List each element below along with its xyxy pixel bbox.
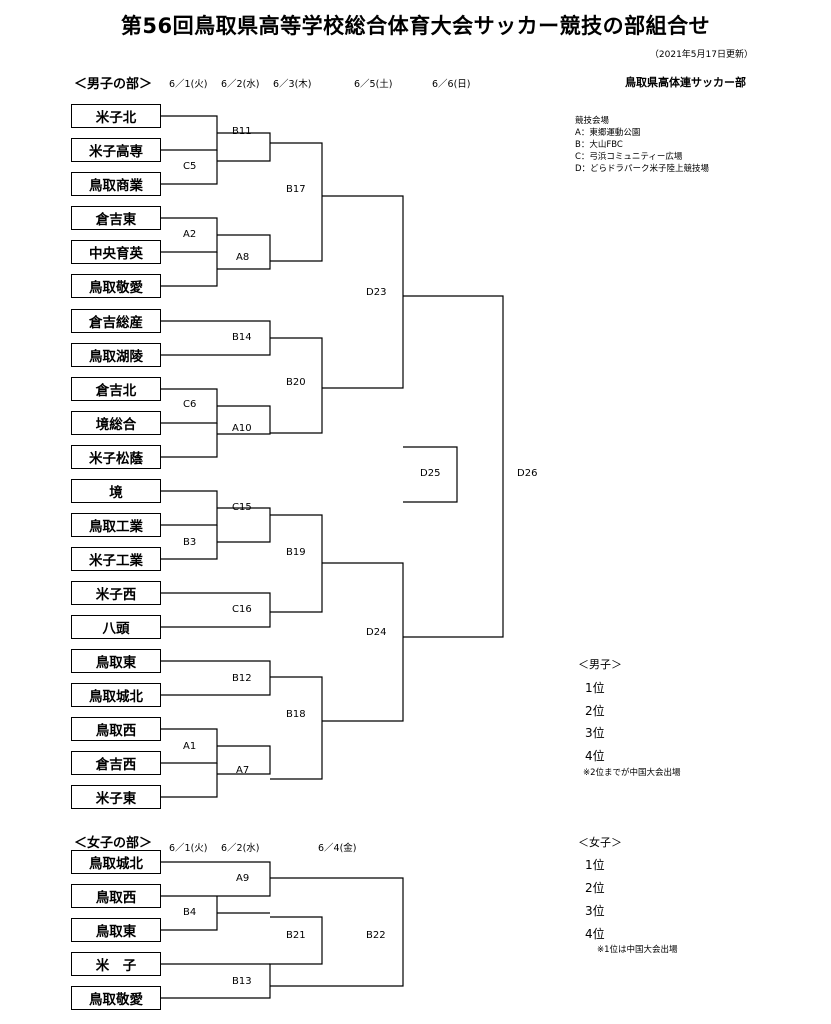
organizer: 鳥取県高体連サッカー部 (625, 76, 746, 89)
boys-team-7: 倉吉総産 (71, 309, 161, 333)
page-title: 第56回鳥取県高等学校総合体育大会サッカー競技の部組合せ (120, 14, 711, 38)
boys-rank-2: 2位 (585, 704, 605, 718)
match-label: B12 (232, 673, 252, 684)
match-label: B17 (286, 184, 306, 195)
boys-team-20: 倉吉西 (71, 751, 161, 775)
match-label: A1 (183, 741, 197, 752)
match-label: C15 (232, 502, 252, 513)
boys-date-2: 6／2(水) (221, 79, 260, 90)
match-label: B21 (286, 930, 306, 941)
girls-results-note: ※1位は中国大会出場 (597, 945, 678, 955)
girls-team-5: 鳥取敬愛 (71, 986, 161, 1010)
boys-team-1: 米子北 (71, 104, 161, 128)
girls-team-3: 鳥取東 (71, 918, 161, 942)
boys-rank-3: 3位 (585, 726, 605, 740)
match-label: C16 (232, 604, 252, 615)
match-label: D26 (517, 468, 538, 479)
match-label: A8 (236, 252, 250, 263)
boys-team-6: 鳥取敬愛 (71, 274, 161, 298)
match-label: D24 (366, 627, 387, 638)
match-label: B11 (232, 126, 252, 137)
match-label: B20 (286, 377, 306, 388)
boys-team-19: 鳥取西 (71, 717, 161, 741)
match-label: B4 (183, 907, 197, 918)
boys-team-3: 鳥取商業 (71, 172, 161, 196)
boys-results-note: ※2位までが中国大会出場 (583, 768, 681, 778)
girls-rank-4: 4位 (585, 927, 605, 941)
match-label: D23 (366, 287, 387, 298)
venue-c: C：弓浜コミュニティー広場 (575, 152, 683, 162)
venue-d: D：どらドラパーク米子陸上競技場 (575, 164, 709, 174)
girls-team-4: 米 子 (71, 952, 161, 976)
match-label: A2 (183, 229, 197, 240)
boys-team-9: 倉吉北 (71, 377, 161, 401)
match-label: A7 (236, 765, 250, 776)
boys-team-18: 鳥取城北 (71, 683, 161, 707)
venue-b: B：大山FBC (575, 140, 623, 150)
match-label: B18 (286, 709, 306, 720)
match-label: C6 (183, 399, 197, 410)
match-label: C5 (183, 161, 197, 172)
girls-date-2: 6／2(水) (221, 843, 260, 854)
match-label: B19 (286, 547, 306, 558)
girls-rank-2: 2位 (585, 881, 605, 895)
update-date: （2021年5月17日更新） (649, 50, 753, 60)
boys-rank-1: 1位 (585, 681, 605, 695)
boys-results-heading: ＜男子＞ (578, 658, 622, 671)
girls-rank-1: 1位 (585, 858, 605, 872)
boys-rank-4: 4位 (585, 749, 605, 763)
boys-team-11: 米子松蔭 (71, 445, 161, 469)
girls-team-1: 鳥取城北 (71, 850, 161, 874)
boys-team-10: 境総合 (71, 411, 161, 435)
boys-team-4: 倉吉東 (71, 206, 161, 230)
boys-team-2: 米子高専 (71, 138, 161, 162)
boys-date-4: 6／5(土) (354, 79, 393, 90)
boys-date-1: 6／1(火) (169, 79, 208, 90)
boys-team-16: 八頭 (71, 615, 161, 639)
boys-team-12: 境 (71, 479, 161, 503)
girls-results-heading: ＜女子＞ (578, 836, 622, 849)
girls-section-label: ＜女子の部＞ (74, 836, 153, 851)
boys-team-15: 米子西 (71, 581, 161, 605)
match-label: A9 (236, 873, 250, 884)
boys-section-label: ＜男子の部＞ (74, 77, 153, 92)
boys-team-14: 米子工業 (71, 547, 161, 571)
girls-rank-3: 3位 (585, 904, 605, 918)
match-label: D25 (420, 468, 441, 479)
boys-team-21: 米子東 (71, 785, 161, 809)
boys-team-17: 鳥取東 (71, 649, 161, 673)
match-label: B13 (232, 976, 252, 987)
match-label: A10 (232, 423, 252, 434)
match-label: B22 (366, 930, 386, 941)
venue-a: A：東郷運動公園 (575, 128, 641, 138)
boys-date-3: 6／3(木) (273, 79, 312, 90)
match-label: B3 (183, 537, 197, 548)
venues-heading: 競技会場 (575, 116, 610, 126)
girls-team-2: 鳥取西 (71, 884, 161, 908)
boys-team-8: 鳥取湖陵 (71, 343, 161, 367)
boys-team-5: 中央育英 (71, 240, 161, 264)
boys-date-5: 6／6(日) (432, 79, 471, 90)
girls-date-3: 6／4(金) (318, 843, 357, 854)
boys-team-13: 鳥取工業 (71, 513, 161, 537)
match-label: B14 (232, 332, 252, 343)
girls-date-1: 6／1(火) (169, 843, 208, 854)
